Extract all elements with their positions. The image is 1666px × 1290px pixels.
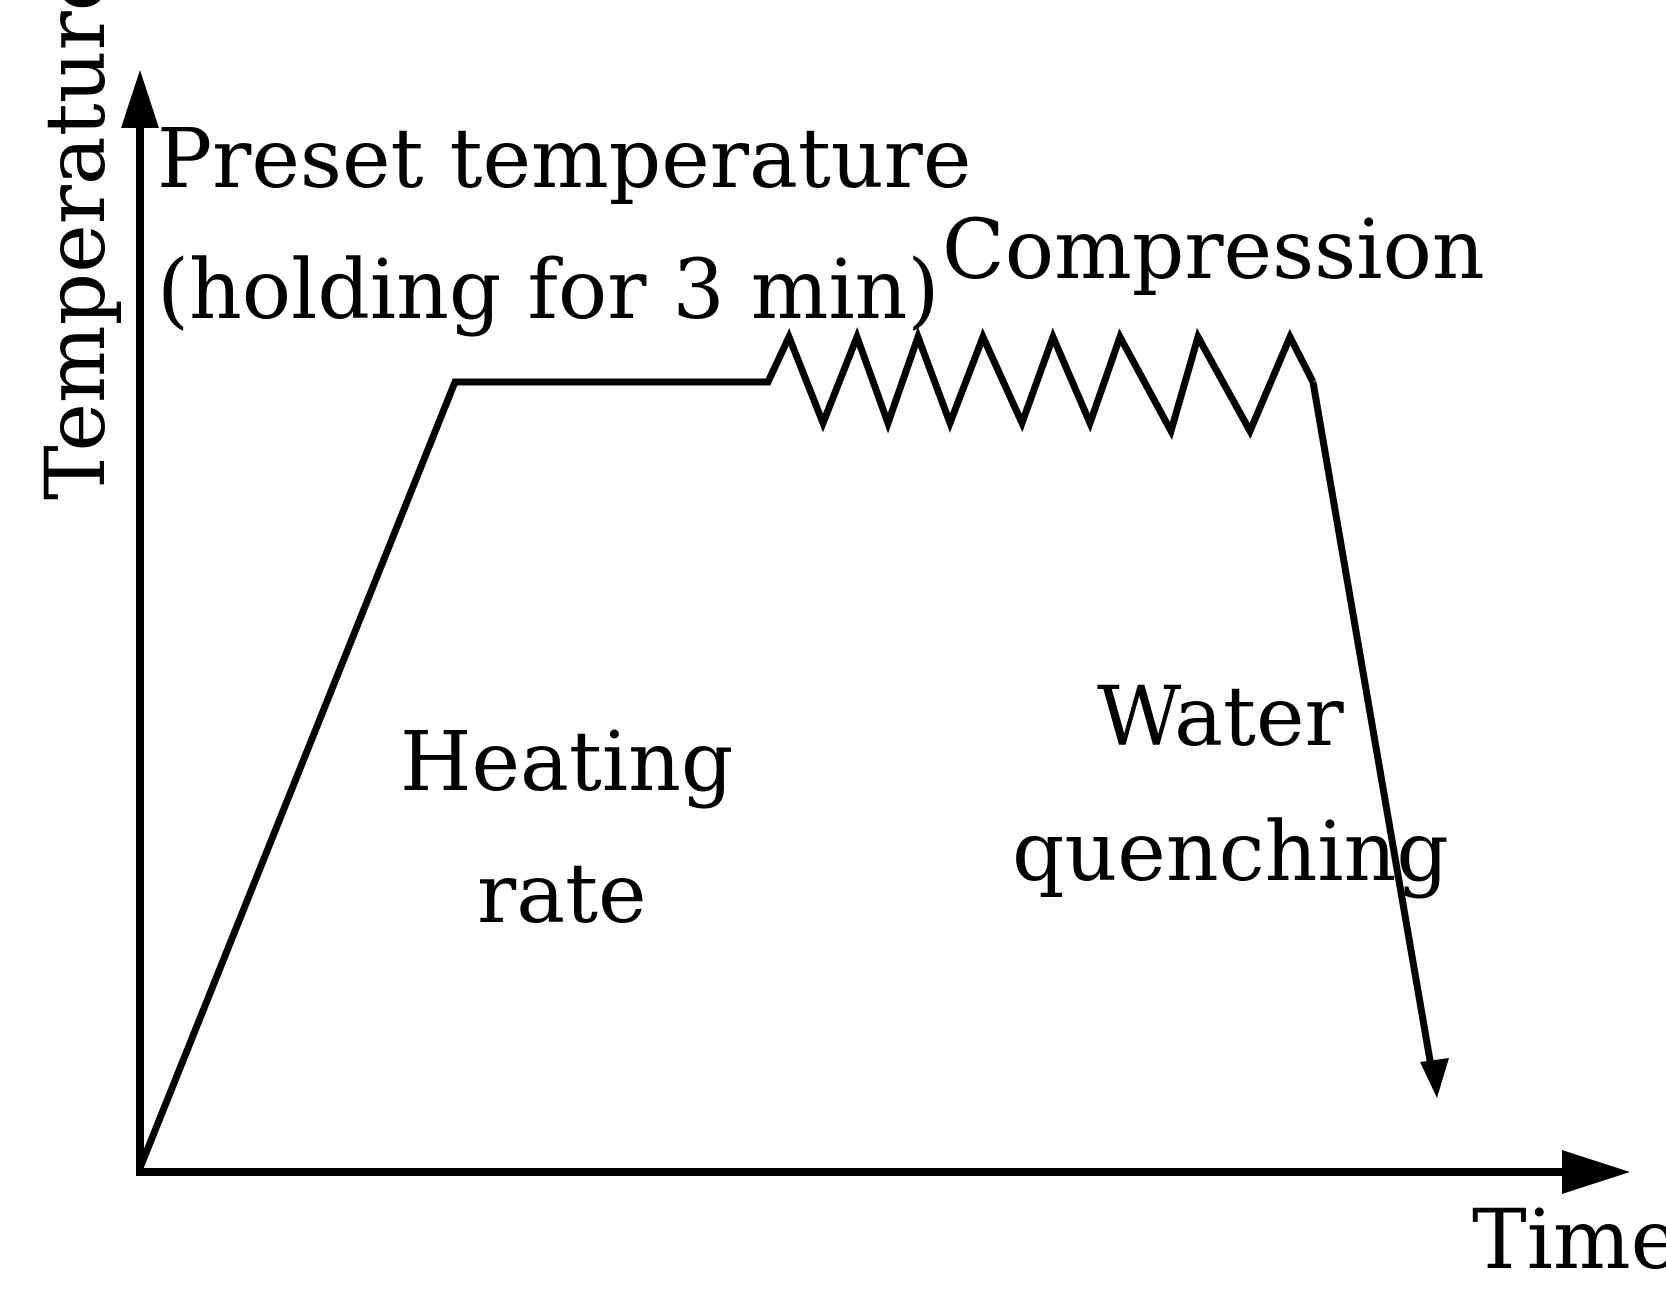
heating-rate-label-line1: Heating <box>400 715 733 810</box>
quenching-arrowhead <box>1420 1058 1449 1098</box>
y-axis-arrowhead <box>121 70 159 128</box>
y-axis-label: Temperature <box>29 0 124 500</box>
preset-temperature-label: Preset temperature <box>157 112 971 207</box>
process-curve <box>136 326 1317 1170</box>
water-quenching-label-line2: quenching <box>1012 805 1449 900</box>
heating-rate-label-line2: rate <box>477 847 647 942</box>
x-axis-arrowhead <box>1562 1150 1630 1194</box>
quenching-line <box>1309 381 1436 1073</box>
holding-time-label: (holding for 3 min) <box>157 243 939 338</box>
x-axis-label: Time <box>1472 1193 1666 1288</box>
compression-label: Compression <box>942 203 1485 298</box>
water-quenching-label-line1: Water <box>1097 670 1345 765</box>
